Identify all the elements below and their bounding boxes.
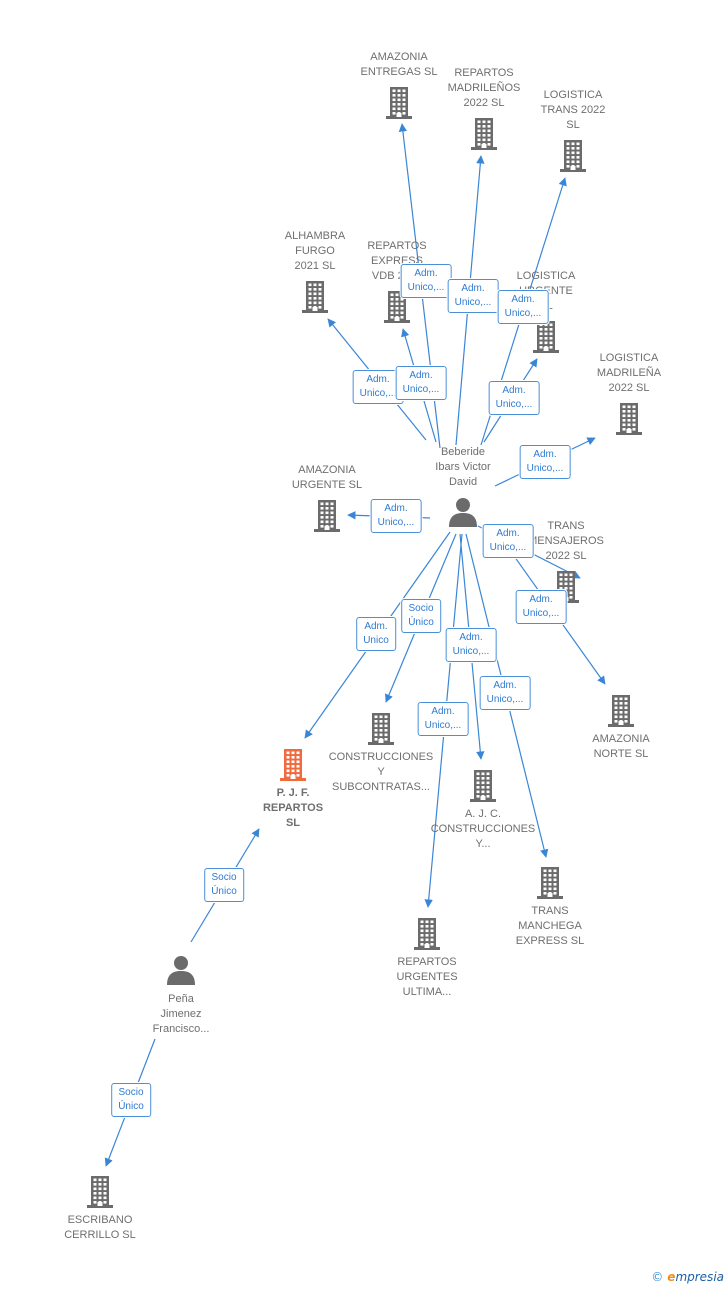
node-label[interactable]: AMAZONIA ENTREGAS SL — [360, 51, 438, 78]
building-icon[interactable] — [298, 279, 332, 313]
building-icon[interactable] — [612, 401, 646, 435]
node-label[interactable]: A. J. C. CONSTRUCCIONES Y... — [430, 808, 536, 850]
node-label[interactable]: P. J. F. REPARTOS SL — [262, 787, 324, 829]
node-label[interactable]: TRANS MANCHEGA EXPRESS SL — [515, 905, 585, 947]
building-icon[interactable] — [364, 711, 398, 745]
node-label[interactable]: AMAZONIA URGENTE SL — [291, 464, 363, 491]
node-label[interactable]: REPARTOS MADRILEÑOS 2022 SL — [447, 67, 521, 109]
node-label[interactable]: Beberide Ibars Victor David — [435, 446, 491, 488]
node-label[interactable]: Peña Jimenez Francisco... — [152, 993, 210, 1035]
relation-label[interactable]: Adm. Unico,... — [497, 290, 549, 324]
node-label[interactable]: TRANS MENSAJEROS 2022 SL — [528, 520, 604, 562]
node-label[interactable]: ESCRIBANO CERRILLO SL — [64, 1214, 136, 1241]
relation-label[interactable]: Adm. Unico,... — [482, 524, 534, 558]
relation-label[interactable]: Adm. Unico,... — [445, 628, 497, 662]
relation-label[interactable]: Socio Único — [401, 599, 441, 633]
relation-label[interactable]: Adm. Unico,... — [515, 590, 567, 624]
relation-label[interactable]: Adm. Unico,... — [519, 445, 571, 479]
brand-footer: ©empresia — [651, 1270, 724, 1284]
relation-label[interactable]: Adm. Unico,... — [370, 499, 422, 533]
node-label[interactable]: LOGISTICA MADRILEÑA 2022 SL — [596, 352, 662, 394]
person-icon[interactable] — [164, 953, 198, 987]
relation-label[interactable]: Adm. Unico,... — [400, 264, 452, 298]
relation-label[interactable]: Socio Único — [111, 1083, 151, 1117]
relation-label[interactable]: Adm. Unico,... — [395, 366, 447, 400]
node-label[interactable]: ALHAMBRA FURGO 2021 SL — [284, 230, 346, 272]
relation-label[interactable]: Adm. Unico — [356, 617, 396, 651]
relation-label[interactable]: Socio Único — [204, 868, 244, 902]
building-icon[interactable] — [310, 498, 344, 532]
relation-label[interactable]: Adm. Unico,... — [352, 370, 404, 404]
building-icon[interactable] — [83, 1174, 117, 1208]
relation-label[interactable]: Adm. Unico,... — [488, 381, 540, 415]
relation-label[interactable]: Adm. Unico,... — [417, 702, 469, 736]
node-label[interactable]: AMAZONIA NORTE SL — [592, 733, 650, 760]
relation-label[interactable]: Adm. Unico,... — [447, 279, 499, 313]
building-icon[interactable] — [533, 865, 567, 899]
building-icon[interactable] — [382, 85, 416, 119]
copyright-symbol: © — [651, 1270, 664, 1284]
brand-logo-e: e — [667, 1270, 676, 1284]
relation-label[interactable]: Adm. Unico,... — [479, 676, 531, 710]
building-icon[interactable] — [604, 693, 638, 727]
building-icon[interactable] — [276, 747, 310, 781]
node-label[interactable]: LOGISTICA TRANS 2022 SL — [540, 89, 606, 131]
node-label[interactable]: REPARTOS URGENTES ULTIMA... — [396, 956, 458, 998]
building-icon[interactable] — [556, 138, 590, 172]
building-icon[interactable] — [466, 768, 500, 802]
building-icon[interactable] — [467, 116, 501, 150]
building-icon[interactable] — [529, 319, 563, 353]
node-label[interactable]: CONSTRUCCIONES Y SUBCONTRATAS... — [328, 751, 434, 793]
building-icon[interactable] — [380, 289, 414, 323]
person-icon[interactable] — [446, 495, 480, 529]
building-icon[interactable] — [410, 916, 444, 950]
brand-logo-text: mpresia — [675, 1270, 724, 1284]
